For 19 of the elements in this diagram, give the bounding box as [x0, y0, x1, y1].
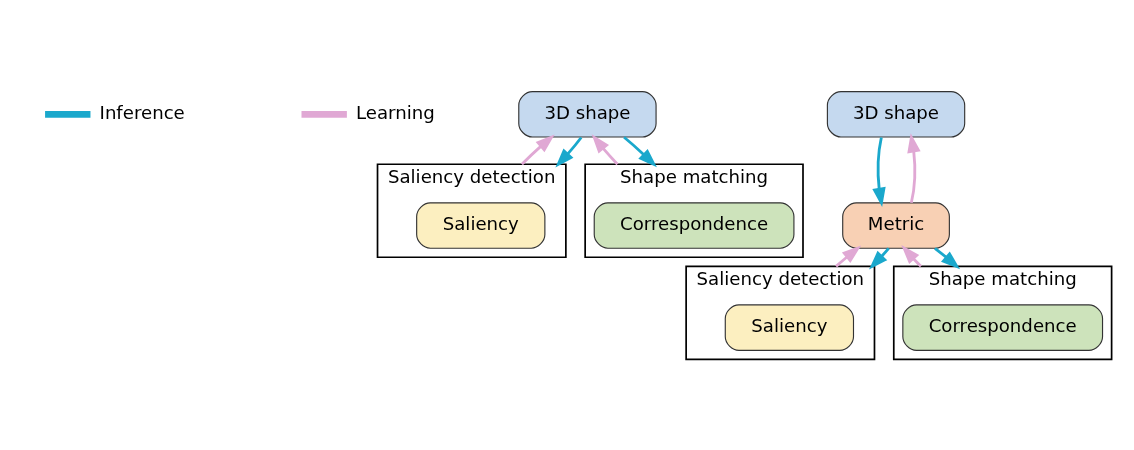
arrow: [555, 136, 583, 167]
arrow: [591, 133, 619, 165]
node-box: 3D shape: [518, 90, 657, 138]
legend-label: Learning: [355, 101, 435, 123]
arrow: [934, 246, 961, 269]
arrow: [907, 132, 921, 203]
arrow: [520, 133, 555, 165]
legend-label: Inference: [99, 101, 185, 123]
node-box: Correspondence: [593, 201, 795, 249]
node-box: 3D shape: [826, 90, 966, 138]
node-box: Saliency: [416, 201, 546, 249]
node-box: Metric: [842, 201, 950, 249]
arrow: [623, 135, 657, 167]
node-box: Correspondence: [902, 303, 1104, 351]
arrow: [872, 136, 886, 207]
arrow: [869, 246, 890, 269]
arrow: [901, 244, 922, 267]
arrow: [835, 245, 862, 267]
node-box: Saliency: [724, 303, 855, 351]
